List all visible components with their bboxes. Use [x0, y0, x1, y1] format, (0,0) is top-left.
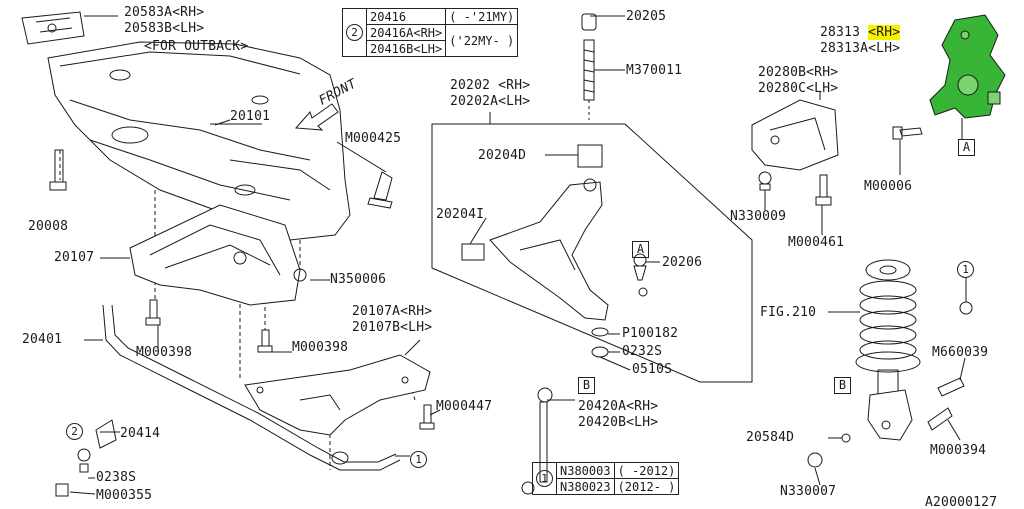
label-m370011: M370011	[626, 63, 683, 78]
label-outback: <FOR OUTBACK>	[144, 39, 249, 54]
label-p100182: P100182	[622, 326, 679, 341]
label-28313-rh-highlight: <RH>	[868, 25, 901, 40]
label-20206: 20206	[662, 255, 703, 270]
label-m00006: M00006	[864, 179, 913, 194]
label-28313a: 28313A<LH>	[820, 41, 901, 56]
label-20202a: 20202A<LH>	[450, 94, 531, 109]
label-20414: 20414	[120, 426, 161, 441]
callout-1-strut: 1	[957, 258, 974, 278]
label-n330007: N330007	[780, 484, 837, 499]
label-m000398-b: M000398	[292, 340, 349, 355]
steering-knuckle-28313	[892, 14, 1006, 140]
table-part: N380003	[556, 462, 615, 479]
table-range: (2012- )	[613, 478, 680, 495]
label-20420b: 20420B<LH>	[578, 415, 659, 430]
label-m000461: M000461	[788, 235, 845, 250]
label-20008: 20008	[28, 219, 69, 234]
label-20107a: 20107A<RH>	[352, 304, 433, 319]
label-m000355: M000355	[96, 488, 153, 503]
callout-2-bushing: 2	[66, 420, 83, 440]
table-20416: 2 20416 ( -'21MY) 20416A<RH> ('22MY- ) 2…	[342, 8, 519, 57]
stabilizer-bar-20401	[55, 304, 401, 497]
plate-20107a	[244, 354, 435, 436]
table-callout-cell: 1	[532, 462, 557, 495]
label-20420a: 20420A<RH>	[578, 399, 659, 414]
label-20583a: 20583A<RH>	[124, 5, 205, 20]
label-m660039: M660039	[932, 345, 989, 360]
label-20107: 20107	[54, 250, 95, 265]
label-0232s: 0232S	[622, 344, 663, 359]
label-0238s: 0238S	[96, 470, 137, 485]
label-20280b: 20280B<RH>	[758, 65, 839, 80]
label-20204i: 20204I	[436, 207, 485, 222]
bracket-20583	[21, 11, 118, 45]
label-n350006: N350006	[330, 272, 387, 287]
table-part: 20416A<RH>	[365, 24, 447, 41]
label-28313: 28313 <RH>	[820, 25, 901, 40]
label-20584d: 20584D	[746, 430, 795, 445]
label-28313-number: 28313	[820, 25, 861, 40]
callout-b-link: B	[578, 374, 595, 394]
label-20401: 20401	[22, 332, 63, 347]
table-row: 2 20416 ( -'21MY)	[342, 8, 519, 57]
label-20583b: 20583B<LH>	[124, 21, 205, 36]
bolt-m370011	[581, 13, 597, 120]
label-20101: 20101	[230, 109, 271, 124]
callout-b-strut: B	[834, 374, 851, 394]
label-0510s: 0510S	[632, 362, 673, 377]
label-20205: 20205	[626, 9, 667, 24]
table-n380: 1 N380003 ( -2012) N380023 (2012- )	[532, 462, 680, 495]
label-fig210: FIG.210	[760, 305, 817, 320]
table-range: ( -'21MY)	[445, 8, 519, 25]
label-n330009: N330009	[730, 209, 787, 224]
label-20107b: 20107B<LH>	[352, 320, 433, 335]
table-row: 1 N380003 ( -2012)	[532, 462, 680, 495]
callout-a-balljoint: A	[632, 238, 649, 258]
table-callout-cell: 2	[342, 8, 367, 57]
plate-20107	[129, 204, 301, 306]
diagram-id: A20000127	[925, 495, 998, 509]
callout-a-knuckle: A	[958, 136, 975, 156]
label-m000394: M000394	[930, 443, 987, 458]
bolts-left	[49, 149, 393, 353]
table-part: 20416	[365, 8, 447, 25]
label-20280c: 20280C<LH>	[758, 81, 839, 96]
label-20204d: 20204D	[478, 148, 527, 163]
table-row: N380023 (2012- )	[533, 478, 680, 495]
table-range: ('22MY- )	[445, 24, 519, 57]
label-m000398-a: M000398	[136, 345, 193, 360]
label-m000425: M000425	[345, 131, 402, 146]
label-20202: 20202 <RH>	[450, 78, 531, 93]
lower-arm-20202	[461, 144, 648, 358]
table-range: ( -2012)	[613, 462, 680, 479]
table-part: N380023	[556, 478, 615, 495]
leader-lines	[69, 15, 967, 495]
strut-assembly	[807, 259, 973, 468]
lower-arm-box	[431, 123, 753, 383]
table-part: 20416B<LH>	[365, 40, 447, 57]
callout-1-bar: 1	[410, 448, 427, 468]
table-row: 20416A<RH> ('22MY- )	[343, 24, 519, 57]
crossmember-20101	[47, 41, 351, 241]
bracket-20280	[751, 99, 839, 206]
table-row: 20416B<LH>	[343, 40, 518, 57]
front-arrow	[294, 103, 339, 131]
label-m000447: M000447	[436, 399, 493, 414]
